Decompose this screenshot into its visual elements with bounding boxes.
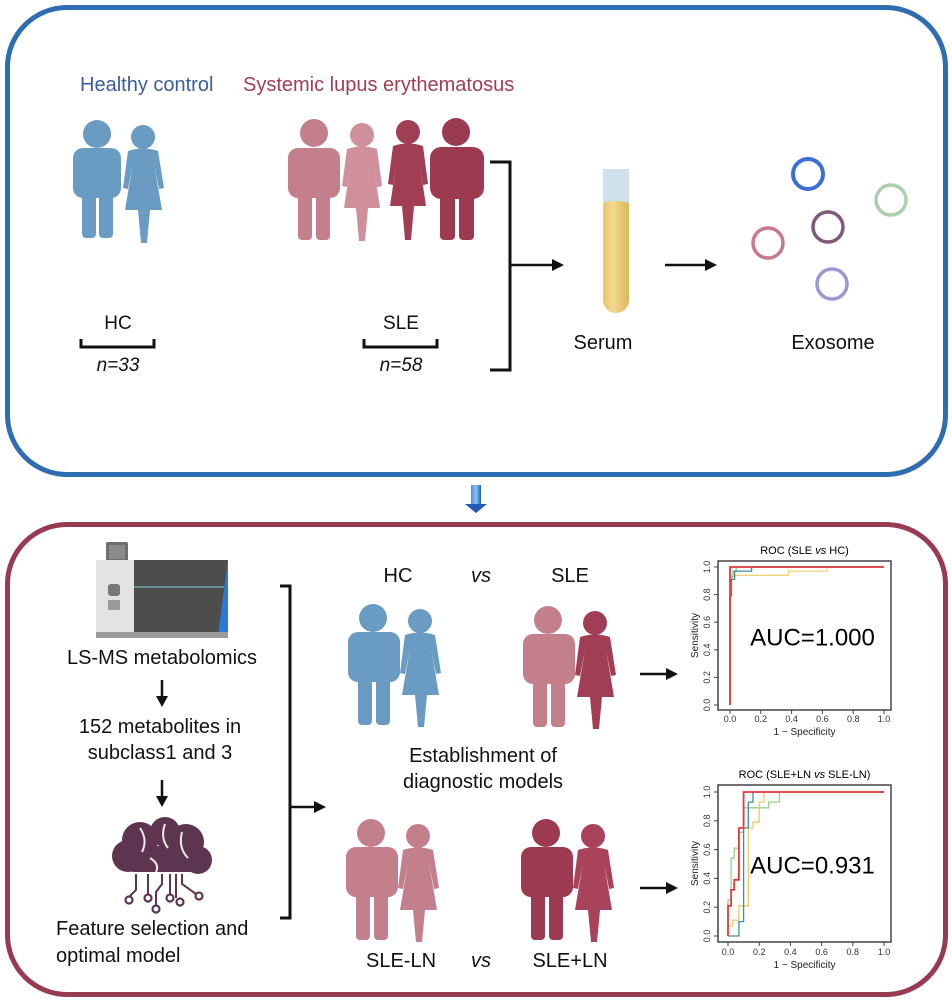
roc-chart-slelnpos-vs-slelnneg: ROC (SLE+LN vs SLE-LN) 0.0 0.2 0.4 0.6 0.8 1.0… — [690, 769, 892, 971]
hc-count: n=33 — [96, 355, 140, 376]
brain-circuit-icon — [112, 817, 212, 914]
sle-people-icon — [288, 118, 484, 241]
y-tick-label: 0.2 — [702, 671, 712, 684]
exosome-icon — [751, 157, 908, 301]
x-tick-label: 0.2 — [753, 947, 766, 957]
comparison1-vs: vs — [471, 565, 491, 587]
arrow-to-exosome — [665, 259, 717, 271]
metabolites-line2: subclass1 and 3 — [87, 742, 233, 764]
hc-pair-icon — [348, 604, 441, 727]
roc-curve-green — [727, 791, 884, 936]
sle-ln-positive-pair-icon — [521, 819, 614, 942]
y-tick-label: 0.8 — [702, 588, 712, 601]
serum-tube-icon — [603, 169, 629, 313]
x-tick-label: 0.0 — [724, 714, 737, 724]
x-tick-label: 0.0 — [722, 947, 735, 957]
roc-chart-sle-vs-hc: ROC (SLE vs HC) 0.0 0.2 0.4 0.6 0.8 1.0 0.0 0.2 0… — [690, 545, 892, 738]
x-tick-label: 0.2 — [755, 714, 768, 724]
mass-spectrometer-icon — [96, 542, 228, 638]
roc-curve-red — [727, 791, 884, 936]
top-panel — [5, 5, 948, 477]
healthy-control-title: Healthy control — [80, 74, 214, 96]
y-tick-label: 0.6 — [702, 843, 712, 856]
comparison2-right: SLE+LN — [532, 950, 608, 972]
plot-frame — [717, 784, 892, 943]
down-arrow-icon — [156, 680, 168, 707]
x-tick-label: 0.8 — [847, 714, 860, 724]
bottom-panel — [5, 522, 948, 997]
y-tick-label: 0.4 — [702, 644, 712, 657]
metabolites-line1: 152 metabolites in — [78, 716, 242, 738]
y-tick-label: 1.0 — [702, 561, 712, 574]
y-tick-label: 0.0 — [702, 930, 712, 943]
auc-annotation: AUC=0.931 — [750, 853, 875, 880]
y-axis-label: Sensitivity — [690, 613, 701, 658]
x-tick-label: 0.4 — [784, 947, 797, 957]
serum-label: Serum — [573, 332, 633, 354]
hc-bracket — [79, 339, 156, 349]
roc-curve-red — [729, 566, 884, 705]
y-tick-label: 0.8 — [702, 815, 712, 828]
x-tick-label: 1.0 — [878, 714, 891, 724]
comparison2-left: SLE-LN — [365, 950, 437, 972]
y-axis-label: Sensitivity — [690, 841, 701, 886]
x-tick-label: 0.6 — [815, 947, 828, 957]
comparison1-right: SLE — [551, 565, 589, 587]
sle-ln-negative-pair-icon — [346, 819, 439, 942]
plot-frame — [717, 560, 892, 711]
arrow-to-roc1 — [640, 668, 678, 680]
y-tick-label: 1.0 — [702, 786, 712, 799]
merge-bracket-arrow — [490, 160, 564, 372]
sle-group-label: SLE — [383, 313, 419, 334]
down-arrow-icon — [465, 485, 487, 513]
y-tick-label: 0.6 — [702, 616, 712, 629]
x-axis-label: 1 − Specificity — [774, 727, 836, 738]
lcms-label: LS-MS metabolomics — [66, 647, 258, 669]
chart-title: ROC (SLE+LN vs SLE-LN) — [739, 769, 871, 781]
feature-line1: Feature selection and — [56, 918, 249, 940]
exosome-label: Exosome — [791, 332, 875, 354]
chart-title: ROC (SLE vs HC) — [760, 545, 849, 557]
feature-line2: optimal model — [56, 945, 181, 967]
comparison1-left: HC — [383, 565, 413, 587]
y-tick-label: 0.0 — [702, 699, 712, 712]
y-tick-label: 0.4 — [702, 872, 712, 885]
auc-annotation: AUC=1.000 — [750, 625, 875, 652]
sle-pair-icon — [523, 606, 616, 729]
establish-line1: Establishment of — [409, 745, 557, 767]
sle-count: n=58 — [379, 355, 423, 376]
sle-bracket — [362, 339, 439, 349]
down-arrow-icon — [156, 780, 168, 807]
x-axis-label: 1 − Specificity — [774, 960, 836, 971]
establish-line2: diagnostic models — [402, 771, 564, 793]
arrow-to-roc2 — [640, 882, 678, 894]
roc-curve-teal — [728, 791, 884, 937]
hc-group-label: HC — [104, 313, 132, 334]
healthy-control-people-icon — [73, 120, 164, 243]
x-tick-label: 0.8 — [847, 947, 860, 957]
x-tick-label: 0.6 — [816, 714, 829, 724]
y-tick-label: 0.2 — [702, 901, 712, 914]
sle-title: Systemic lupus erythematosus — [243, 74, 515, 96]
merge-bracket-arrow — [280, 584, 326, 920]
comparison2-vs: vs — [471, 950, 491, 972]
x-tick-label: 0.4 — [785, 714, 798, 724]
x-tick-label: 1.0 — [878, 947, 891, 957]
